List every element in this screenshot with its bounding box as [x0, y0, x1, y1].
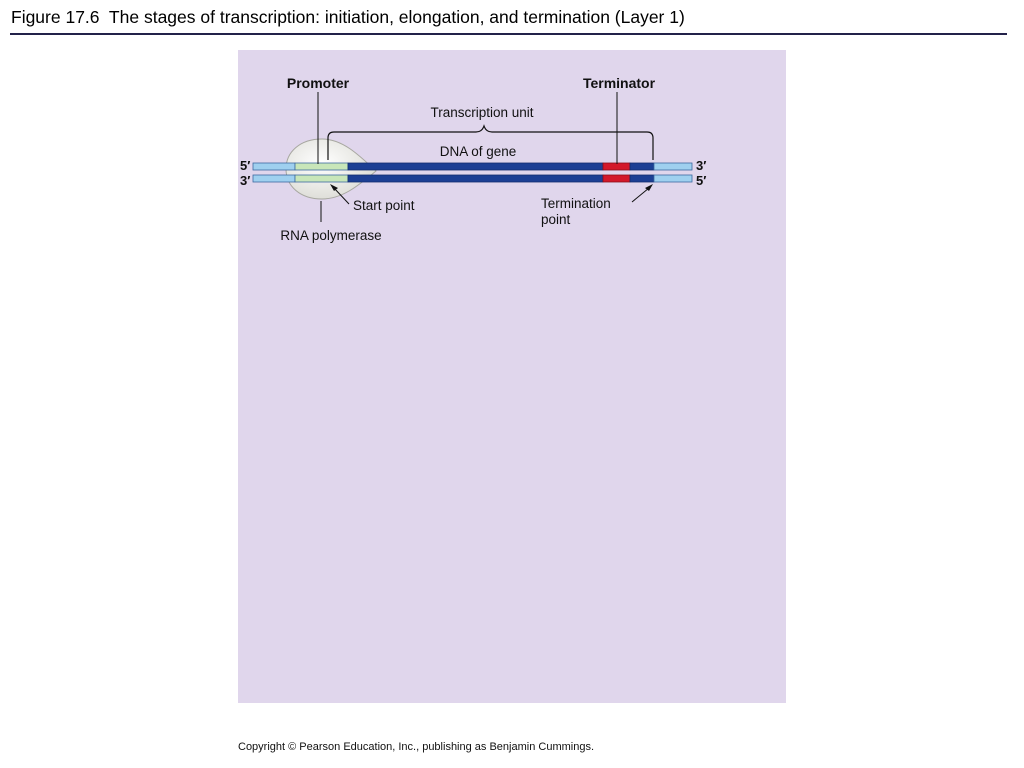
start-point-arrowhead — [330, 184, 338, 191]
termination-point-arrow — [631, 187, 650, 203]
top-strand-right-flank — [653, 162, 693, 171]
bottom-strand-promoter — [294, 174, 349, 183]
top-strand-gene — [347, 162, 604, 171]
dna-of-gene-label: DNA of gene — [440, 144, 517, 159]
transcription-unit-label: Transcription unit — [430, 105, 533, 120]
terminator-label: Terminator — [583, 75, 656, 91]
top-strand-left-flank — [252, 162, 296, 171]
termination-point-arrowhead — [645, 184, 653, 191]
bottom-strand-gene-tail — [629, 174, 655, 183]
rna-polymerase-label: RNA polymerase — [280, 228, 381, 243]
copyright-notice: Copyright © Pearson Education, Inc., pub… — [238, 741, 595, 753]
title-divider — [10, 33, 1007, 35]
top-strand-gene-tail — [629, 162, 655, 171]
bottom-strand-left-flank — [252, 174, 296, 183]
promoter-label: Promoter — [287, 75, 350, 91]
termination-point-label-line2: point — [541, 212, 571, 227]
bottom-strand-right-flank — [653, 174, 693, 183]
top-strand-terminator — [602, 162, 631, 171]
dna-top-strand — [252, 162, 693, 171]
top-strand-promoter — [294, 162, 349, 171]
termination-point-label-line1: Termination — [541, 196, 611, 211]
dna-bottom-strand — [252, 174, 693, 183]
top-left-end-label: 5′ — [240, 158, 250, 173]
bottom-strand-gene — [347, 174, 604, 183]
bottom-strand-terminator — [602, 174, 631, 183]
bottom-left-end-label: 3′ — [240, 173, 250, 188]
top-right-end-label: 3′ — [696, 158, 706, 173]
page-title: Figure 17.6 The stages of transcription:… — [11, 7, 685, 27]
bottom-right-end-label: 5′ — [696, 173, 706, 188]
start-point-arrow — [333, 187, 350, 205]
transcription-unit-bracket — [327, 124, 654, 160]
start-point-label: Start point — [353, 198, 415, 213]
